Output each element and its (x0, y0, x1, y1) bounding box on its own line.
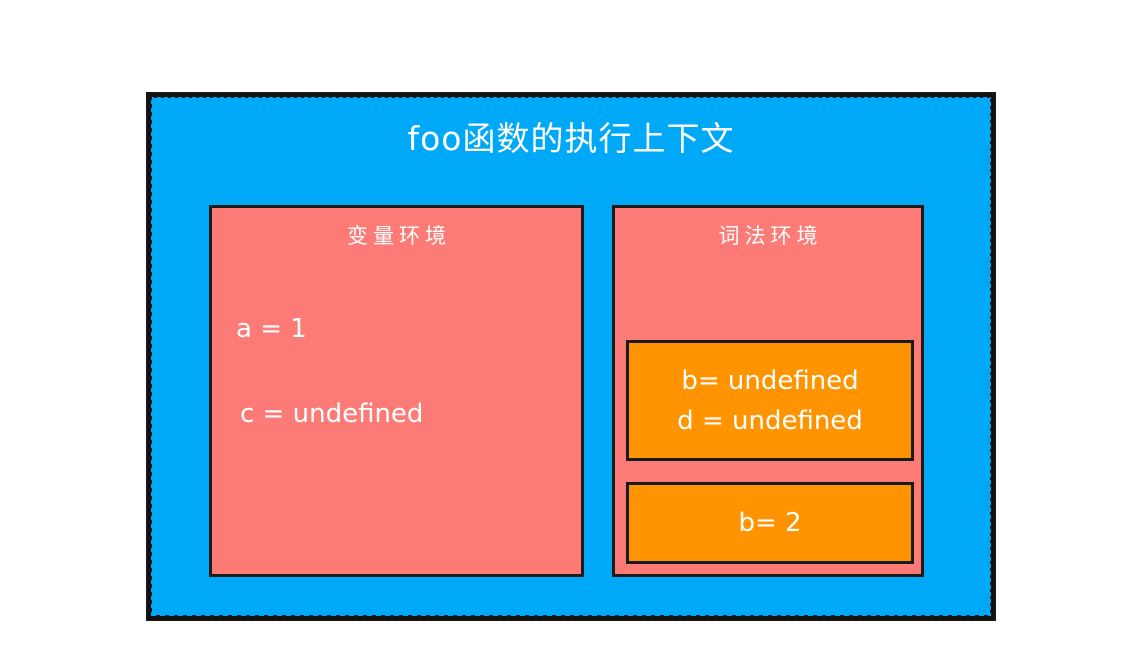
binding-line: d = undefined (677, 405, 863, 436)
execution-context-box: foo函数的执行上下文 变量环境 a = 1 c = undefined 词法环… (147, 93, 995, 620)
variable-environment-header: 变量环境 (347, 224, 451, 248)
variable-environment-panel: 变量环境 a = 1 c = undefined (209, 205, 584, 577)
lexical-binding-block: b= undefined d = undefined (626, 340, 914, 461)
variable-entry: a = 1 (236, 314, 307, 344)
binding-line: b= undefined (681, 365, 859, 396)
execution-context-title: foo函数的执行上下文 (407, 119, 735, 158)
lexical-environment-header: 词法环境 (718, 224, 823, 248)
variable-entry: c = undefined (240, 399, 424, 429)
lexical-binding-block: b= 2 (626, 482, 914, 564)
lexical-environment-panel: 词法环境 b= undefined d = undefined b= 2 (612, 205, 924, 577)
binding-line: b= 2 (738, 508, 802, 538)
